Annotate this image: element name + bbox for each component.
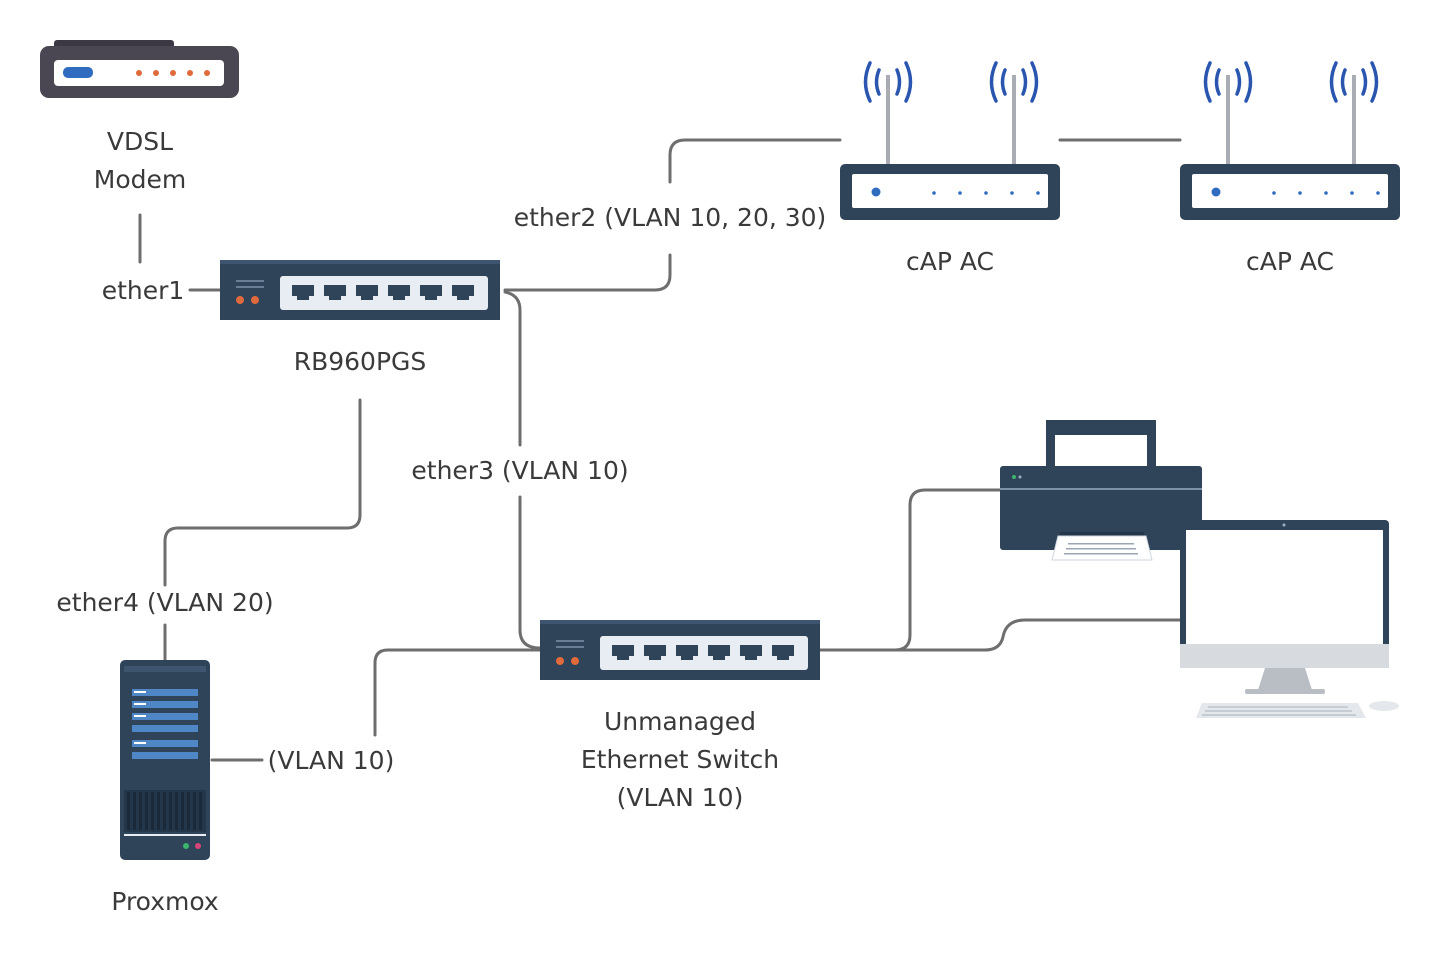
wire-switch-printer	[818, 488, 1002, 652]
ap2-label: cAP AC	[1246, 247, 1334, 276]
wire-vlan-switch	[373, 648, 542, 737]
server-vlan-label: (VLAN 10)	[268, 746, 395, 775]
wire-router-switch	[503, 290, 542, 650]
wire-switch-desktop	[818, 618, 1182, 652]
vdsl-modem-icon	[40, 40, 239, 98]
modem-label-line1: VDSL	[107, 127, 173, 156]
access-point-icon	[840, 61, 1060, 220]
access-point-icon	[1180, 61, 1400, 220]
wires	[138, 138, 1182, 762]
ether1-label: ether1	[102, 276, 185, 305]
ap1-label: cAP AC	[906, 247, 994, 276]
switch-label-line3: (VLAN 10)	[617, 783, 744, 812]
server-icon	[120, 660, 210, 860]
ether3-label: ether3 (VLAN 10)	[411, 456, 628, 485]
router-icon	[220, 260, 500, 320]
switch-label-line1: Unmanaged	[604, 707, 756, 736]
server-label: Proxmox	[111, 887, 218, 916]
desktop-computer-icon	[1180, 520, 1399, 718]
switch-label-line2: Ethernet Switch	[581, 745, 779, 774]
wire-router-ap1	[503, 138, 842, 292]
printer-icon	[1000, 420, 1202, 561]
switch-icon	[540, 620, 820, 680]
router-label: RB960PGS	[294, 347, 427, 376]
modem-label-line2: Modem	[94, 165, 186, 194]
ether2-label: ether2 (VLAN 10, 20, 30)	[514, 203, 827, 232]
ether4-label: ether4 (VLAN 20)	[56, 588, 273, 617]
wire-router-server	[163, 398, 362, 662]
